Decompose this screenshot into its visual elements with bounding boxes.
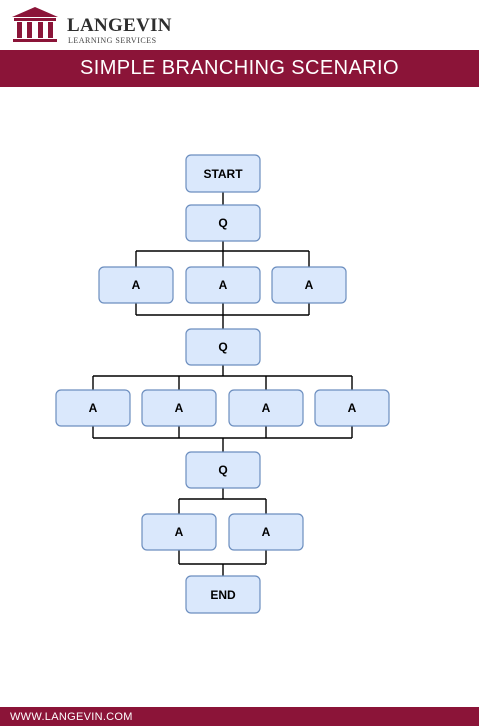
answer-node: A [185, 266, 261, 304]
answer-node: A [141, 513, 217, 551]
question-label: Q [218, 340, 227, 354]
answer-node: A [228, 513, 304, 551]
answer-label: A [175, 401, 184, 415]
question-node: Q [185, 451, 261, 489]
answer-label: A [262, 525, 271, 539]
end-label: END [210, 588, 236, 602]
question-label: Q [218, 463, 227, 477]
answer-label: A [262, 401, 271, 415]
answer-label: A [89, 401, 98, 415]
connectors [92, 192, 353, 576]
answer-node: A [314, 389, 390, 427]
answer-label: A [219, 278, 228, 292]
logo-subtitle: LEARNING SERVICES [68, 36, 157, 45]
answer-node: A [55, 389, 131, 427]
footer-url[interactable]: WWW.LANGEVIN.COM [0, 707, 479, 726]
answer-node: A [271, 266, 347, 304]
company-logo: LANGEVIN LEARNING SERVICES [10, 6, 172, 46]
answer-node: A [228, 389, 304, 427]
answer-label: A [175, 525, 184, 539]
answer-label: A [305, 278, 314, 292]
answer-node: A [141, 389, 217, 427]
building-icon [12, 7, 58, 42]
question-node: Q [185, 328, 261, 366]
page-title: SIMPLE BRANCHING SCENARIO [0, 50, 479, 87]
question-label: Q [218, 216, 227, 230]
question-node: Q [185, 204, 261, 242]
branching-diagram: START Q A A A Q A A [55, 154, 390, 614]
answer-label: A [132, 278, 141, 292]
end-node: END [185, 575, 261, 614]
logo-name: LANGEVIN [67, 15, 172, 36]
start-node: START [185, 154, 261, 193]
answer-label: A [348, 401, 357, 415]
answer-node: A [98, 266, 174, 304]
start-label: START [203, 167, 243, 181]
